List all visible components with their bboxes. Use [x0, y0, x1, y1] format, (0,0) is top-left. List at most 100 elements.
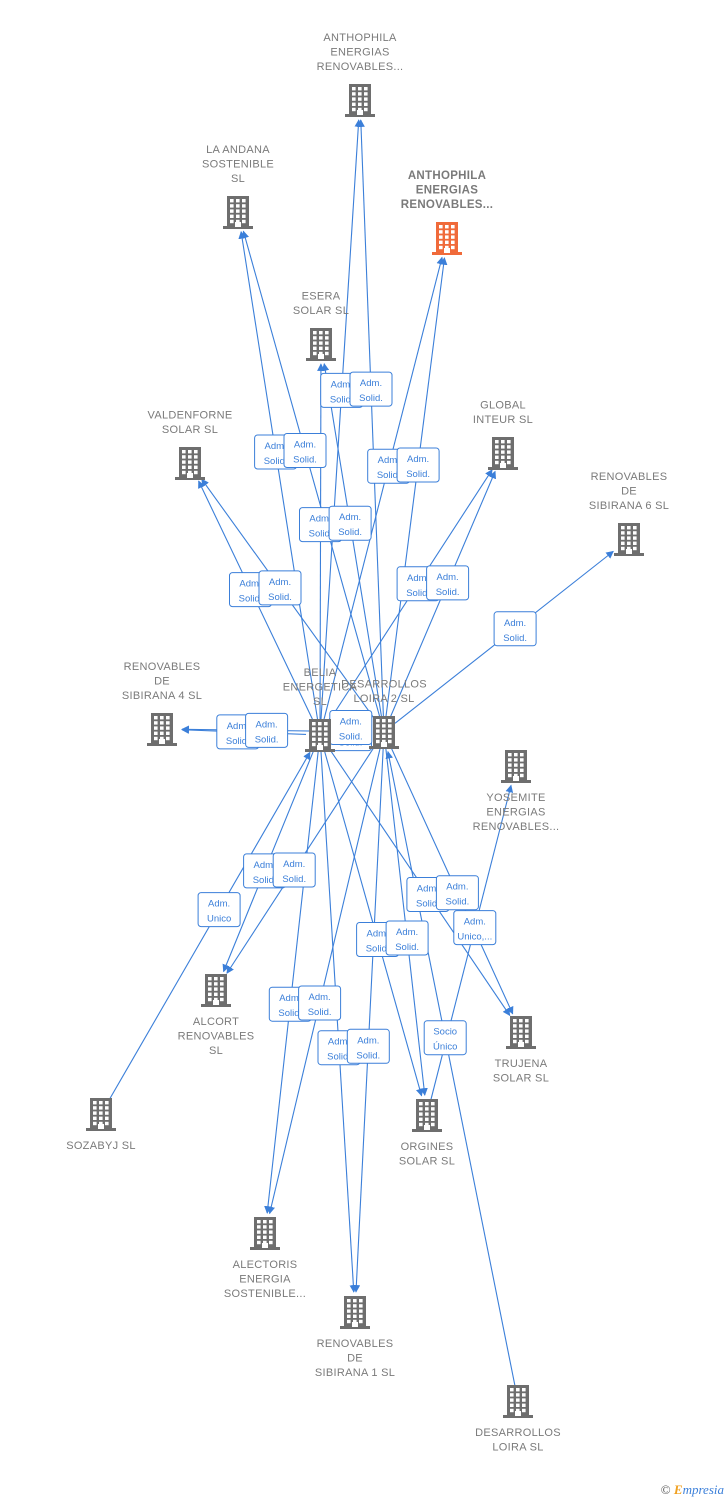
- edge-label-text: Solid.: [366, 944, 390, 955]
- edge-label-text: Adm.: [227, 721, 249, 732]
- edge-label-box[interactable]: Adm. Solid.: [493, 611, 537, 647]
- node-label: SOSTENIBLE...: [224, 1288, 306, 1300]
- edge-label-box[interactable]: Adm.Solid.: [346, 1028, 390, 1064]
- edge-label-box[interactable]: Adm. Solid.: [272, 852, 316, 888]
- node-label: LOIRA 2 SL: [353, 693, 414, 705]
- node-label: VALDENFORNE: [148, 410, 233, 422]
- edge-label-box[interactable]: Adm. Solid.: [329, 710, 373, 745]
- footer-brand[interactable]: © Empresia: [661, 1482, 724, 1498]
- edge-label-box[interactable]: Adm.Solid.: [245, 712, 289, 748]
- edge-label-box[interactable]: Adm.Solid.: [435, 875, 479, 911]
- building-icon: [503, 1385, 533, 1418]
- edge-label-text: Adm.: [294, 440, 316, 451]
- edge-label-box[interactable]: Adm. Solid.: [298, 985, 342, 1021]
- node-alectoris[interactable]: ALECTORISENERGIASOSTENIBLE...: [224, 1217, 306, 1300]
- node-label: SOZABYJ SL: [66, 1140, 136, 1152]
- edge-label-text: Adm.: [367, 929, 389, 940]
- node-label: RENOVABLES: [591, 471, 668, 483]
- edge-label-text: Solid.: [406, 469, 430, 480]
- building-icon: [306, 328, 336, 361]
- edge-label-text: Solid.: [282, 874, 306, 885]
- edge-label-box[interactable]: Adm.Solid.: [283, 433, 327, 468]
- edge-label-text: Adm.: [504, 618, 526, 629]
- edge-label-text: Solid.: [255, 734, 279, 745]
- node-loira[interactable]: DESARROLLOS LOIRA SL: [475, 1385, 561, 1454]
- edge-label-text: Solid.: [327, 1052, 351, 1063]
- node-label: DESARROLLOS: [475, 1427, 561, 1439]
- edge-label-text: Adm.: [357, 1035, 379, 1046]
- edge-label-box[interactable]: Adm. Unico: [197, 892, 241, 928]
- edge-label-text: Adm.: [208, 899, 230, 910]
- edge-label-text: Unico: [207, 914, 231, 925]
- node-label: ENERGETICA: [283, 682, 358, 694]
- edge-label-text: Adm.: [396, 927, 418, 938]
- edge-belia-to-esera: [317, 363, 325, 722]
- edge-label-box[interactable]: Adm.Solid.: [385, 920, 429, 956]
- node-label: LOIRA SL: [492, 1442, 543, 1454]
- node-anthophila-main[interactable]: ANTHOPHILAENERGIASRENOVABLES...: [401, 170, 494, 255]
- edge-belia-to-anthophila_top: [320, 119, 363, 722]
- edge-label-text: Adm.: [309, 992, 331, 1003]
- node-yosemite[interactable]: YOSEMITEENERGIASRENOVABLES...: [473, 750, 560, 833]
- node-anthophila-top[interactable]: ANTHOPHILAENERGIASRENOVABLES...: [317, 32, 404, 117]
- node-label: ANTHOPHILA: [323, 32, 397, 44]
- edge-label-box[interactable]: Adm.Solid.: [396, 447, 440, 483]
- edge-loira2-to-alectoris: [267, 745, 382, 1215]
- building-icon: [175, 447, 205, 480]
- edge-label-text: Solid.: [264, 456, 288, 467]
- edge-label-text: Adm.: [339, 512, 361, 523]
- node-label: RENOVABLES: [178, 1031, 255, 1043]
- edge-label-box[interactable]: Adm.Solid.: [328, 505, 372, 541]
- edge-belia-to-sibirana1: [320, 748, 358, 1293]
- edge-belia-to-alectoris: [264, 748, 320, 1214]
- edge-label-text: Solid.: [406, 588, 430, 599]
- building-icon: [345, 84, 375, 117]
- edge-label-text: Solid.: [339, 732, 363, 743]
- node-sozabyj[interactable]: SOZABYJ SL: [66, 1098, 136, 1152]
- building-icon: [614, 523, 644, 556]
- node-label: ALCORT: [193, 1016, 239, 1028]
- edge-label-text: Adm.: [331, 379, 353, 390]
- building-icon: [305, 719, 335, 752]
- edge-label-text: Solid.: [503, 633, 527, 644]
- node-label: SOLAR SL: [162, 424, 218, 436]
- edge-label-text: Solid.: [309, 529, 333, 540]
- edge-label-box[interactable]: Adm.Solid.: [426, 565, 470, 601]
- node-label: ENERGIA: [239, 1274, 291, 1286]
- edge-belia-to-la_andana: [238, 230, 319, 722]
- edge-label-text: Solid.: [377, 470, 401, 481]
- node-label: SIBIRANA 4 SL: [122, 690, 202, 702]
- node-belia[interactable]: BELIA ENERGETICA SL: [283, 667, 358, 752]
- edge-label-text: Adm.: [283, 859, 305, 870]
- edge-label-text: Solid.: [278, 1008, 302, 1019]
- edge-label-text: Adm.: [464, 917, 486, 928]
- node-label: RENOVABLES...: [473, 821, 560, 833]
- edge-label-box[interactable]: Adm.Unico,...: [453, 910, 497, 946]
- edge-label-box[interactable]: Adm.Solid.: [349, 371, 393, 407]
- edge-label-box[interactable]: Adm.Solid.: [258, 570, 302, 606]
- node-valdenforne[interactable]: VALDENFORNE SOLAR SL: [148, 410, 233, 481]
- edge-label-text: Adm.: [360, 378, 382, 389]
- node-label: TRUJENA: [495, 1058, 548, 1070]
- building-icon: [223, 196, 253, 229]
- edge-label-text: Solid.: [308, 1007, 332, 1018]
- node-label: ORGINES: [401, 1141, 454, 1153]
- node-label: BELIA: [304, 667, 337, 679]
- node-label: DE: [154, 676, 170, 688]
- edge-label-text: Adm.: [340, 717, 362, 728]
- edge-label-text: Solid.: [446, 897, 470, 908]
- edge-loira2-to-esera: [321, 362, 383, 719]
- node-label: SL: [313, 696, 327, 708]
